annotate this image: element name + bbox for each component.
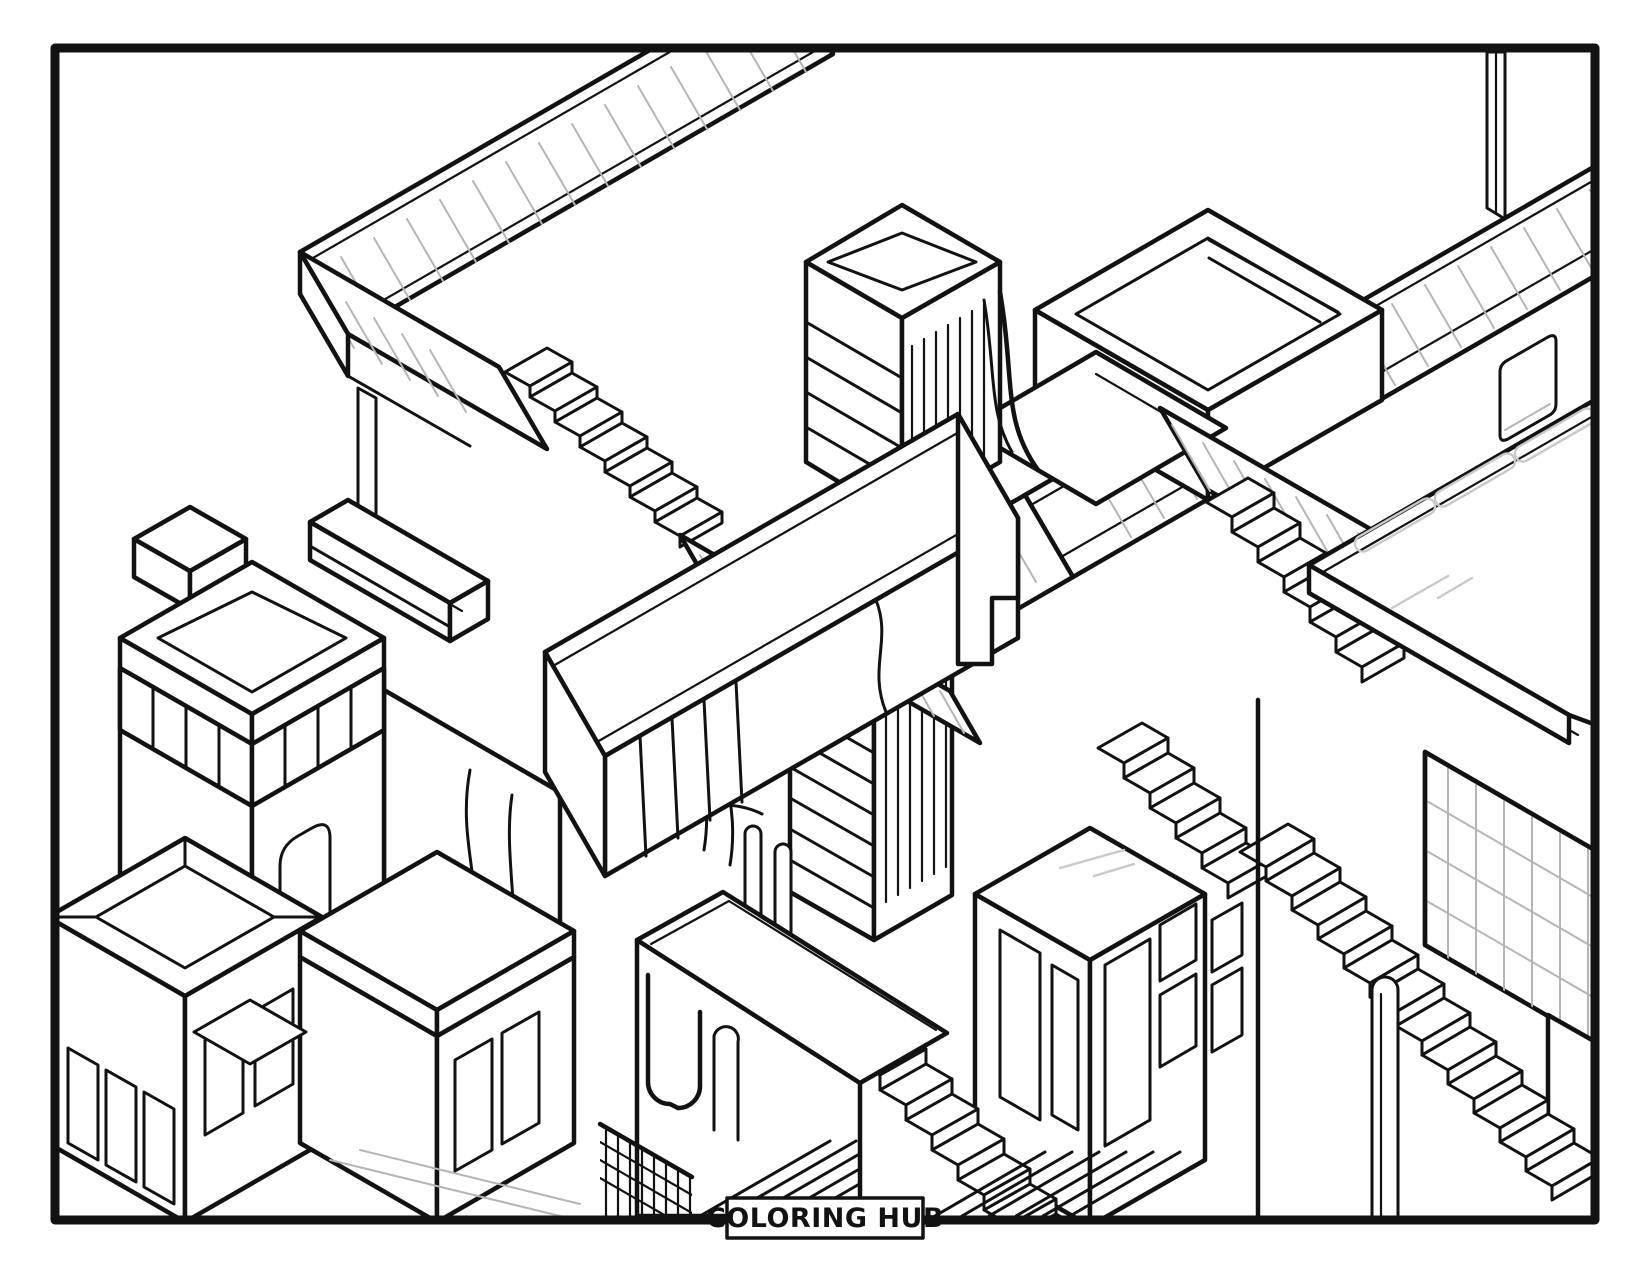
door-tower (972, 697, 1400, 1216)
ground-chevrons (933, 1150, 1182, 1216)
cascading-stairs (1096, 721, 1274, 900)
support-post (356, 386, 378, 522)
roof-markings (1353, 407, 1591, 610)
l-shaped-block (597, 889, 950, 1216)
title-badge: COLORING HUB (706, 1196, 944, 1240)
window-facade (1422, 749, 1591, 1163)
rounded-window (1498, 334, 1558, 442)
rooftop-frame (963, 207, 1385, 507)
u-cutout (645, 972, 703, 1111)
roof-plane (1306, 334, 1591, 746)
tilted-platform (963, 349, 1229, 507)
pavilion-roof-building (59, 835, 325, 1216)
elevated-walkway-nw (297, 52, 836, 644)
scene (59, 52, 1591, 1216)
chevron-wall (698, 1139, 860, 1216)
u-cutout (712, 1025, 740, 1142)
grid-wall (600, 1125, 692, 1216)
badge-label: COLORING HUB (706, 1203, 944, 1234)
roof-pipe (1370, 975, 1400, 1216)
central-beam (542, 411, 1021, 1024)
hanging-planter (307, 497, 491, 644)
walkway-stairs (503, 346, 724, 549)
slab-roof-building (192, 849, 581, 1216)
